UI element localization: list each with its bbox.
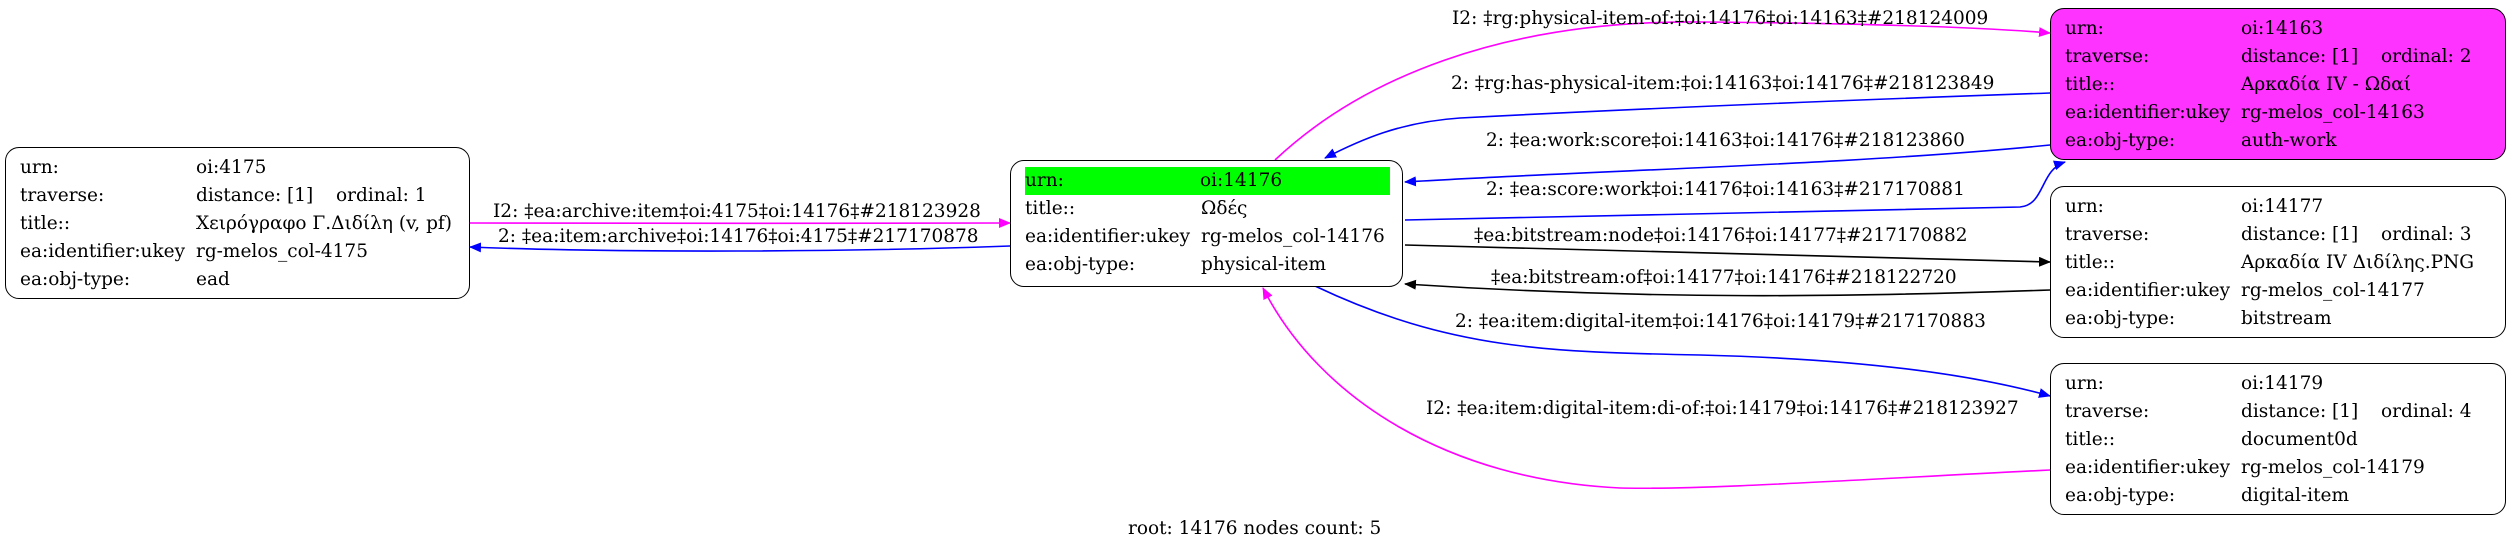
- title-key: title::: [1025, 198, 1076, 219]
- traverse-distance: distance: [1]: [2241, 401, 2359, 422]
- traverse-key: traverse:: [20, 185, 105, 206]
- title-key: title::: [20, 213, 71, 234]
- traverse-distance: distance: [1]: [2241, 224, 2359, 245]
- node-oi-14176[interactable]: urn: oi:14176 title::Ωδές ea:identifier:…: [1010, 160, 1403, 287]
- title-value: Χειρόγραφο Γ.Διδίλη (v, pf): [196, 213, 452, 234]
- ukey-key: ea:identifier:ukey: [1025, 226, 1191, 247]
- edge-label-e8: I2: ‡ea:item:digital-item:di-of:‡oi:1417…: [1426, 398, 2019, 419]
- urn-value: oi:14176: [1200, 167, 1390, 195]
- type-value: auth-work: [2241, 130, 2337, 151]
- ukey-key: ea:identifier:ukey: [2065, 457, 2231, 478]
- ukey-value: rg-melos_col-14177: [2241, 280, 2425, 301]
- traverse-distance: distance: [1]: [196, 185, 314, 206]
- type-key: ea:obj-type:: [2065, 308, 2176, 329]
- ukey-key: ea:identifier:ukey: [20, 241, 186, 262]
- edge-e10: [469, 242, 1011, 253]
- type-value: bitstream: [2241, 308, 2332, 329]
- type-value: physical-item: [1201, 254, 1327, 275]
- graph-caption: root: 14176 nodes count: 5: [1128, 518, 1382, 539]
- type-key: ea:obj-type:: [1025, 254, 1136, 275]
- type-key: ea:obj-type:: [2065, 130, 2176, 151]
- ukey-value: rg-melos_col-4175: [196, 241, 368, 262]
- edge-label-e3: 2: ‡ea:work:score‡oi:14163‡oi:14176‡#218…: [1486, 130, 1965, 151]
- ukey-key: ea:identifier:ukey: [2065, 102, 2231, 123]
- edge-label-e1: I2: ‡rg:physical-item-of:‡oi:14176‡oi:14…: [1452, 8, 1988, 29]
- ukey-key: ea:identifier:ukey: [2065, 280, 2231, 301]
- traverse-key: traverse:: [2065, 401, 2150, 422]
- urn-value: oi:14177: [2241, 196, 2324, 217]
- urn-key: urn:: [2065, 18, 2104, 39]
- edge-e1: [1274, 21, 2051, 161]
- edge-e6: [1404, 279, 2051, 297]
- edge-e5: [1404, 244, 2051, 267]
- node-oi-14179[interactable]: urn: oi:14179 traverse: distance: [1] ordin…: [2050, 363, 2506, 515]
- edge-e7: [1314, 285, 2051, 398]
- title-key: title::: [2065, 74, 2116, 95]
- urn-key: urn:: [1025, 167, 1203, 195]
- traverse-key: traverse:: [2065, 46, 2150, 67]
- urn-key: urn:: [20, 157, 59, 178]
- urn-key: urn:: [2065, 373, 2104, 394]
- urn-value: oi:4175: [196, 157, 267, 178]
- title-value: Αρκαδία IV Διδίλης.PNG: [2241, 252, 2475, 273]
- node-oi-14177[interactable]: urn: oi:14177 traverse: distance: [1] ordin…: [2050, 186, 2506, 338]
- edge-label-e4: 2: ‡ea:score:work‡oi:14176‡oi:14163‡#217…: [1486, 179, 1965, 200]
- urn-value: oi:14163: [2241, 18, 2324, 39]
- edge-e4: [1404, 160, 2066, 221]
- ukey-value: rg-melos_col-14179: [2241, 457, 2425, 478]
- edge-label-e6: ‡ea:bitstream:of‡oi:14177‡oi:14176‡#2181…: [1491, 267, 1957, 288]
- urn-value: oi:14179: [2241, 373, 2324, 394]
- type-value: ead: [196, 269, 230, 290]
- urn-key: urn:: [2065, 196, 2104, 217]
- edge-label-e10: 2: ‡ea:item:archive‡oi:14176‡oi:4175‡#21…: [498, 226, 979, 247]
- title-value: Αρκαδία IV - Ωδαί: [2241, 74, 2411, 95]
- traverse-key: traverse:: [2065, 224, 2150, 245]
- traverse-ordinal: ordinal: 1: [336, 185, 427, 206]
- type-key: ea:obj-type:: [20, 269, 131, 290]
- ukey-value: rg-melos_col-14176: [1201, 226, 1385, 247]
- edge-label-e2: 2: ‡rg:has-physical-item:‡oi:14163‡oi:14…: [1451, 73, 1994, 94]
- type-value: digital-item: [2241, 485, 2349, 506]
- traverse-distance: distance: [1]: [2241, 46, 2359, 67]
- edge-e3: [1404, 144, 2051, 187]
- traverse-ordinal: ordinal: 3: [2381, 224, 2472, 245]
- traverse-ordinal: ordinal: 4: [2381, 401, 2472, 422]
- title-value: Ωδές: [1201, 198, 1248, 219]
- type-key: ea:obj-type:: [2065, 485, 2176, 506]
- ukey-value: rg-melos_col-14163: [2241, 102, 2425, 123]
- title-key: title::: [2065, 429, 2116, 450]
- title-value: document0d: [2241, 429, 2358, 450]
- edge-label-e9: I2: ‡ea:archive:item‡oi:4175‡oi:14176‡#2…: [493, 201, 981, 222]
- node-oi-14163[interactable]: urn: oi:14163 traverse: distance: [1] ordin…: [2050, 8, 2506, 160]
- node-oi-4175[interactable]: urn: oi:4175 traverse: distance: [1] ordina…: [5, 147, 470, 299]
- traverse-ordinal: ordinal: 2: [2381, 46, 2472, 67]
- edge-label-e5: ‡ea:bitstream:node‡oi:14176‡oi:14177‡#21…: [1474, 225, 1967, 246]
- edge-e2: [1324, 92, 2051, 159]
- title-key: title::: [2065, 252, 2116, 273]
- edge-e8: [1262, 287, 2051, 490]
- edge-label-e7: 2: ‡ea:item:digital-item‡oi:14176‡oi:141…: [1455, 311, 1986, 332]
